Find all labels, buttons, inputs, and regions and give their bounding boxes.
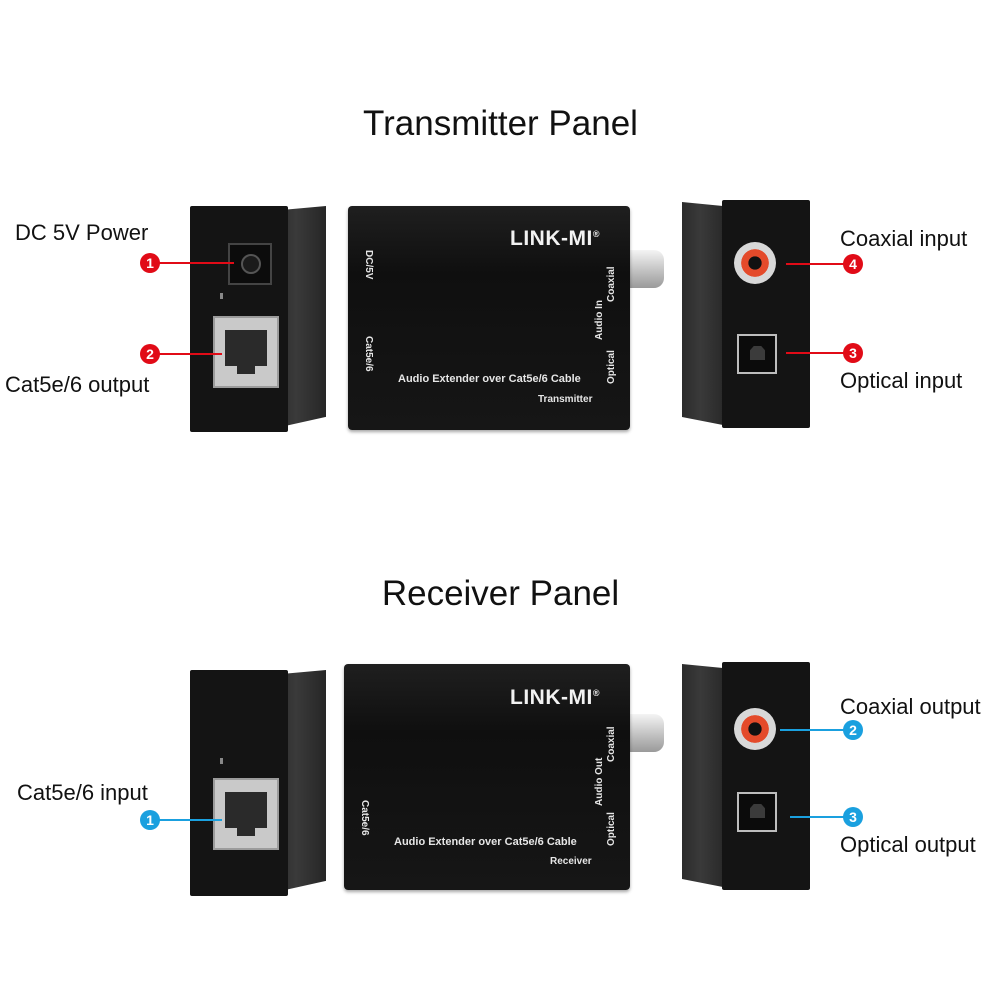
callout-line-2 <box>158 353 222 355</box>
brand-logo: LINK-MI® <box>510 227 600 250</box>
coaxial-output-jack <box>734 708 776 750</box>
brand-logo: LINK-MI® <box>510 686 600 709</box>
callout-badge-2: 2 <box>843 720 863 740</box>
callout-badge-1: 1 <box>140 810 160 830</box>
cat-output-label: Cat5e/6 output <box>5 372 150 397</box>
callout-line-2 <box>780 729 844 731</box>
coaxial-label: Coaxial <box>606 266 617 302</box>
callout-badge-4: 4 <box>843 254 863 274</box>
callout-line-1 <box>158 819 222 821</box>
callout-badge-2: 2 <box>140 344 160 364</box>
coaxial-input-label: Coaxial input <box>840 226 968 251</box>
rj45-output-port <box>213 316 279 388</box>
optical-label: Optical <box>606 812 617 846</box>
coaxial-label: Coaxial <box>606 726 617 762</box>
dc-power-jack <box>228 243 272 285</box>
callout-line-1 <box>158 262 234 264</box>
coaxial-input-jack <box>734 242 776 284</box>
rj45-input-port <box>213 778 279 850</box>
optical-input-port <box>737 334 777 374</box>
product-name: Audio Extender over Cat5e/6 Cable <box>398 373 581 385</box>
model-name: Receiver <box>550 856 592 867</box>
coaxial-output-label: Coaxial output <box>840 694 981 719</box>
optical-label: Optical <box>606 350 617 384</box>
audio-group-label: Audio Out <box>594 757 605 806</box>
callout-line-3 <box>786 352 846 354</box>
product-name: Audio Extender over Cat5e/6 Cable <box>394 836 577 848</box>
transmitter-panel-title: Transmitter Panel <box>363 104 638 143</box>
model-name: Transmitter <box>538 394 593 405</box>
cat-input-label: Cat5e/6 input <box>17 780 148 805</box>
optical-input-label: Optical input <box>840 368 963 393</box>
receiver-panel-title: Receiver Panel <box>381 574 620 613</box>
dc-power-label: DC 5V Power <box>15 220 149 245</box>
cat-port-label: Cat5e/6 <box>363 336 374 372</box>
callout-badge-3: 3 <box>843 807 863 827</box>
audio-group-label: Audio In <box>594 300 605 340</box>
callout-badge-1: 1 <box>140 253 160 273</box>
callout-line-4 <box>786 263 846 265</box>
callout-badge-3: 3 <box>843 343 863 363</box>
dc-port-label: DC/5V <box>363 250 374 280</box>
callout-line-3 <box>790 816 844 818</box>
optical-output-port <box>737 792 777 832</box>
optical-output-label: Optical output <box>840 832 976 857</box>
cat-port-label: Cat5e/6 <box>359 800 370 836</box>
